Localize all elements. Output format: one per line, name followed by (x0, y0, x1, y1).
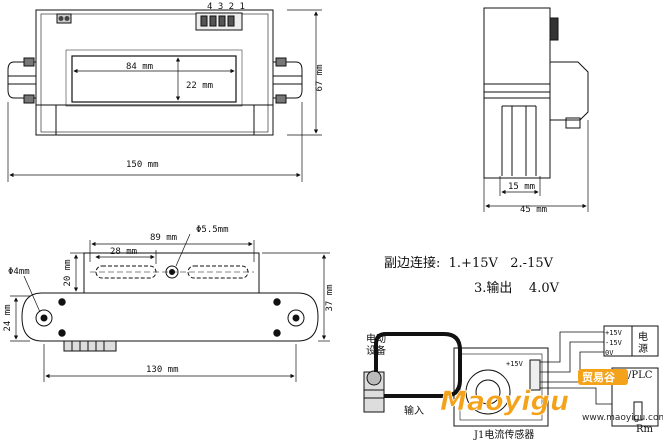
front-dimensions (7, 9, 322, 182)
connection-line-2: 3.输出 4.0V (474, 280, 560, 296)
power-supply-box (603, 325, 659, 357)
side-view (483, 7, 589, 179)
base-length-label: 130 mm (146, 365, 179, 375)
sensor-name-label: J1电流传感器 (473, 428, 534, 441)
flange-screw-right-bottom (275, 94, 287, 104)
rm-label: Rm (636, 424, 654, 435)
total-height-label: 37 mm (325, 284, 335, 311)
side-total-width-label: 45 mm (520, 205, 547, 215)
connection-line-1: 副边连接: 1.+15V 2.-15V (384, 255, 554, 271)
plc-box (611, 367, 659, 427)
watermark-badge (578, 369, 628, 385)
pin-numbers: 4 3 2 1 (207, 2, 245, 12)
left-flange (7, 61, 36, 99)
base-plate (21, 292, 319, 342)
window-height-label: 22 mm (186, 81, 213, 91)
plc-label: /PLC (628, 370, 653, 381)
watermark-brand: Maoyigu (440, 386, 569, 417)
slot-span-label: 89 mm (150, 233, 177, 243)
flange-screw-left-bottom (23, 94, 35, 104)
side-lower-body (483, 83, 551, 179)
hole-diameter-label: Φ5.5mm (196, 225, 229, 235)
primary-wire (374, 332, 462, 398)
motor-icon (363, 370, 385, 413)
front-window (71, 55, 237, 103)
sensor-p15-label: +15V (506, 360, 524, 368)
front-view (7, 9, 303, 136)
bottom-dimensions (10, 233, 330, 382)
bottom-connector (63, 340, 117, 352)
mount-hole-left (35, 309, 53, 327)
input-label: 输入 (404, 404, 424, 417)
equipment-label-1: 电动 (366, 332, 386, 345)
bottom-view (21, 252, 319, 352)
watermark-cn: 贸易谷 (582, 370, 616, 384)
wiring-diagram (363, 325, 659, 427)
side-dimensions (483, 120, 589, 212)
slot-height-label: 20 mm (63, 259, 73, 286)
pin-m15-label: -15V (605, 339, 623, 347)
pin-p15-label: +15V (605, 329, 623, 337)
watermark: Maoyigu 贸易谷 www.maoyigu.com (440, 369, 663, 423)
rm-resistor (633, 401, 643, 421)
window-width-label: 84 mm (126, 62, 153, 72)
mount-hole-right (287, 309, 305, 327)
pin-0v-label: 0V (605, 349, 614, 357)
pin-diameter-label: Φ4mm (8, 267, 30, 277)
side-flange (550, 61, 589, 121)
front-width-label: 150 mm (126, 160, 159, 170)
slot-length-label: 28 mm (110, 247, 137, 257)
center-hole (165, 265, 179, 279)
top-screw-icons (56, 13, 72, 24)
right-flange (273, 61, 303, 99)
base-height-label: 24 mm (3, 304, 13, 331)
flange-screw-right-top (275, 57, 287, 67)
side-inner-width-label: 15 mm (508, 182, 535, 192)
equipment-label-2: 设备 (366, 344, 386, 357)
side-upper-body (483, 7, 551, 93)
sensor-box (453, 347, 549, 427)
watermark-url: www.maoyigu.com (582, 413, 663, 423)
flange-screw-left-top (23, 57, 35, 67)
power-label-2: 源 (638, 342, 648, 355)
sensor-ring (465, 369, 511, 415)
power-label-1: 电 (638, 330, 648, 343)
front-height-label: 67 mm (315, 64, 325, 91)
front-body-outline (35, 9, 274, 136)
